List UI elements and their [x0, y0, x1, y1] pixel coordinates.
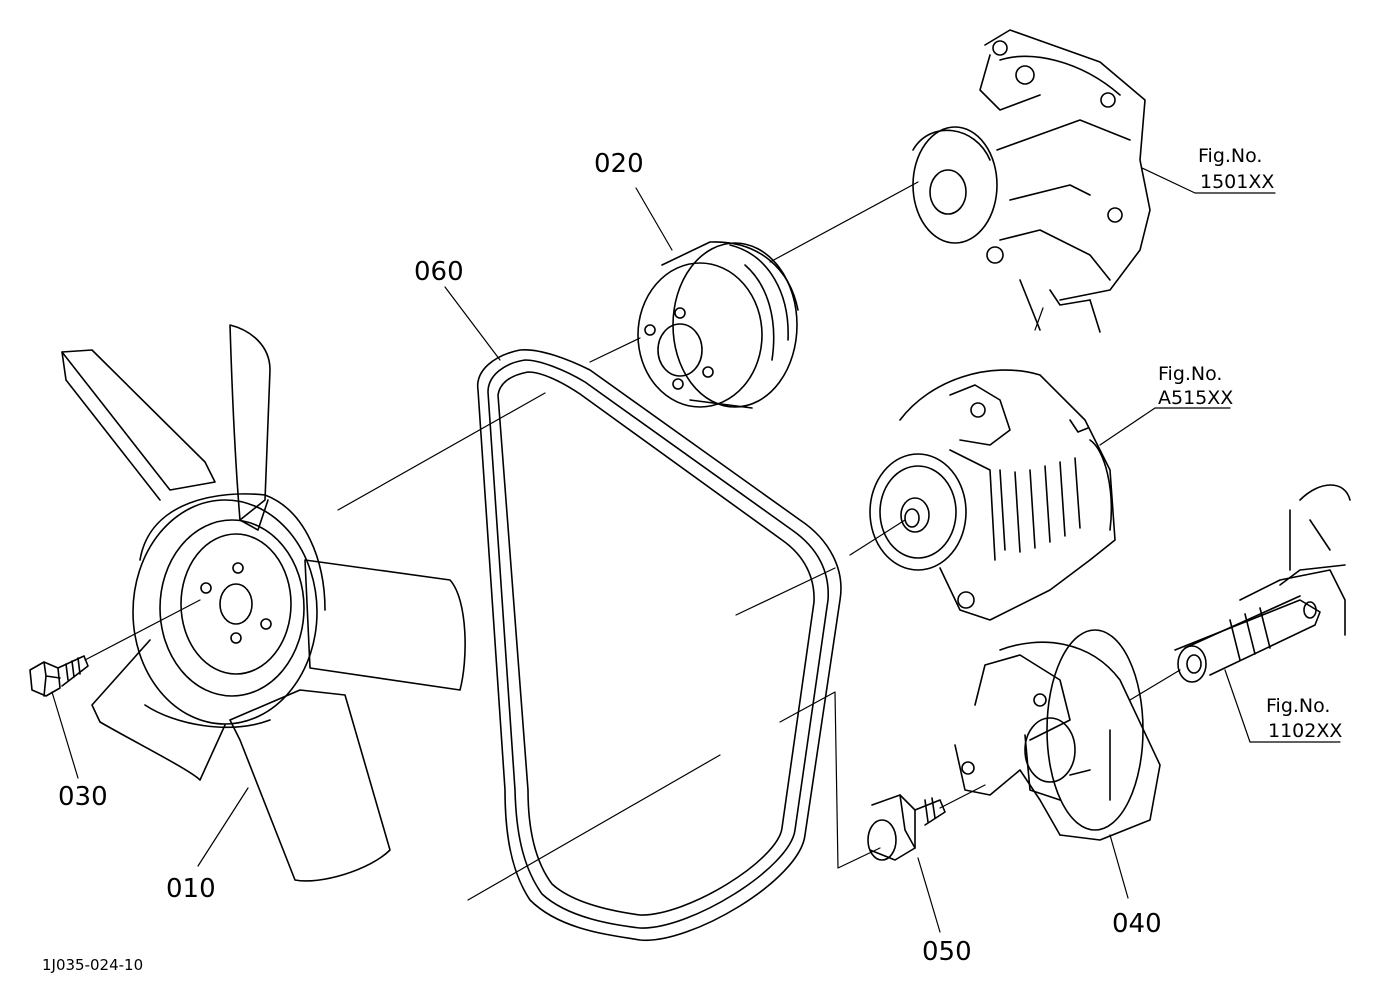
label-part-050: 050	[922, 937, 972, 967]
fig-ref-number: 1102XX	[1268, 720, 1342, 742]
cooling-fan[interactable]	[62, 325, 465, 881]
fig-ref-number: 1501XX	[1200, 171, 1274, 193]
coupling-bolt[interactable]	[868, 795, 945, 860]
water-pump-pulley[interactable]	[638, 242, 798, 408]
label-part-030: 030	[58, 782, 108, 812]
drawing-code: 1J035-024-10	[42, 956, 143, 974]
water-pump[interactable]	[913, 30, 1150, 332]
fig-ref-number: A515XX	[1158, 387, 1233, 409]
alternator[interactable]	[870, 370, 1115, 620]
label-part-040: 040	[1112, 909, 1162, 939]
label-part-020: 020	[594, 149, 644, 179]
label-part-010: 010	[166, 874, 216, 904]
centerlines	[84, 181, 1181, 901]
drive-shaft[interactable]	[1175, 485, 1350, 682]
fig-ref-heading: Fig.No.	[1198, 145, 1262, 167]
label-part-060: 060	[414, 257, 464, 287]
fan-bolt[interactable]	[30, 656, 88, 696]
flex-coupling[interactable]	[955, 630, 1160, 840]
leader-lines	[51, 167, 1341, 933]
v-belt[interactable]	[478, 350, 841, 940]
fig-ref-heading: Fig.No.	[1158, 363, 1222, 385]
fig-ref-heading: Fig.No.	[1266, 695, 1330, 717]
